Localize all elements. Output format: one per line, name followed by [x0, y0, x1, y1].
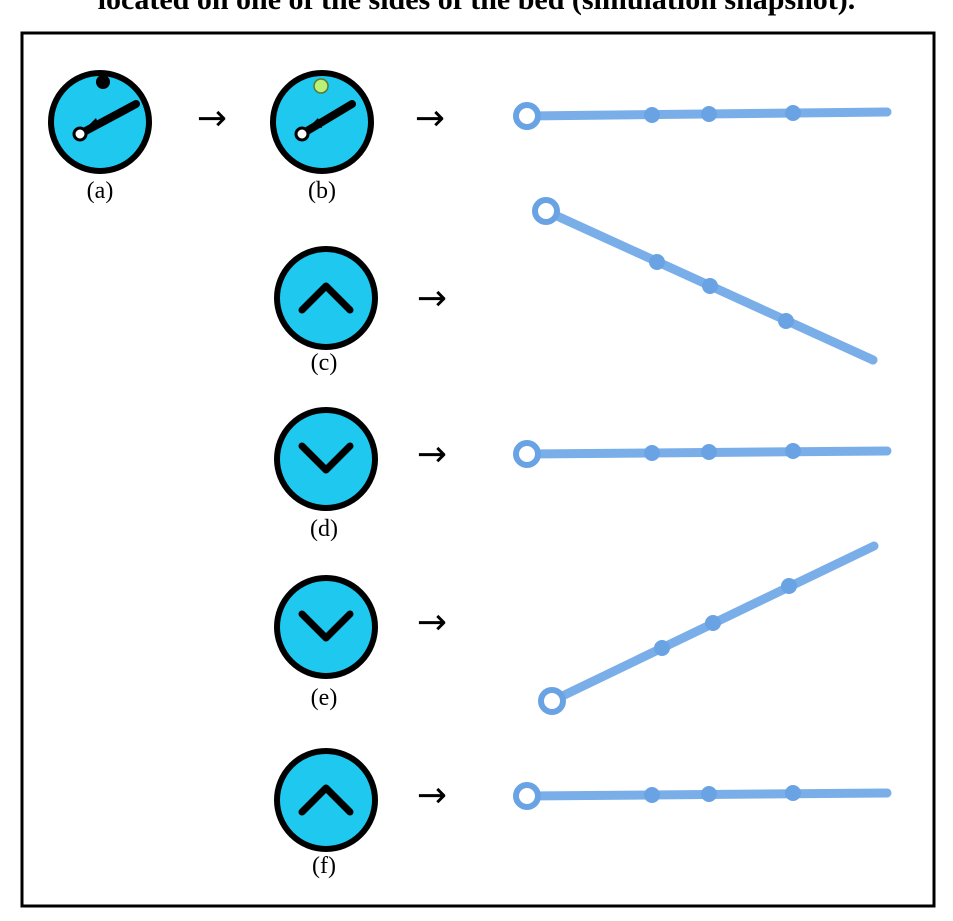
dial-a [48, 70, 152, 174]
chevron-up-icon-f [274, 748, 378, 852]
arrow-right-icon: → [417, 602, 447, 643]
label-f: (f) [312, 853, 336, 879]
figure-caption: located on one of the sides of the bed (… [0, 0, 953, 18]
rod-flat-2 [513, 440, 892, 468]
chevron-down-icon-d [274, 407, 378, 511]
label-d: (d) [310, 516, 338, 542]
label-a: (a) [87, 178, 114, 204]
rod-flat-3 [513, 782, 892, 810]
rod-tilted-down [532, 197, 878, 365]
figure-frame [20, 31, 936, 908]
indicator-dot-off [96, 75, 110, 89]
chevron-down-icon-e [274, 575, 378, 679]
arrow-right-icon: → [417, 434, 447, 475]
label-e: (e) [311, 685, 338, 711]
label-c: (c) [311, 350, 338, 376]
chevron-up-icon-c [274, 246, 378, 350]
arrow-right-icon: → [197, 98, 227, 139]
rod-flat-1 [513, 102, 892, 130]
indicator-dot-on [313, 78, 329, 94]
rod-tilted-up [538, 541, 879, 715]
label-b: (b) [308, 178, 336, 204]
arrow-right-icon: → [417, 775, 447, 816]
arrow-right-icon: → [415, 98, 445, 139]
dial-b [270, 70, 374, 174]
arrow-right-icon: → [417, 278, 447, 319]
